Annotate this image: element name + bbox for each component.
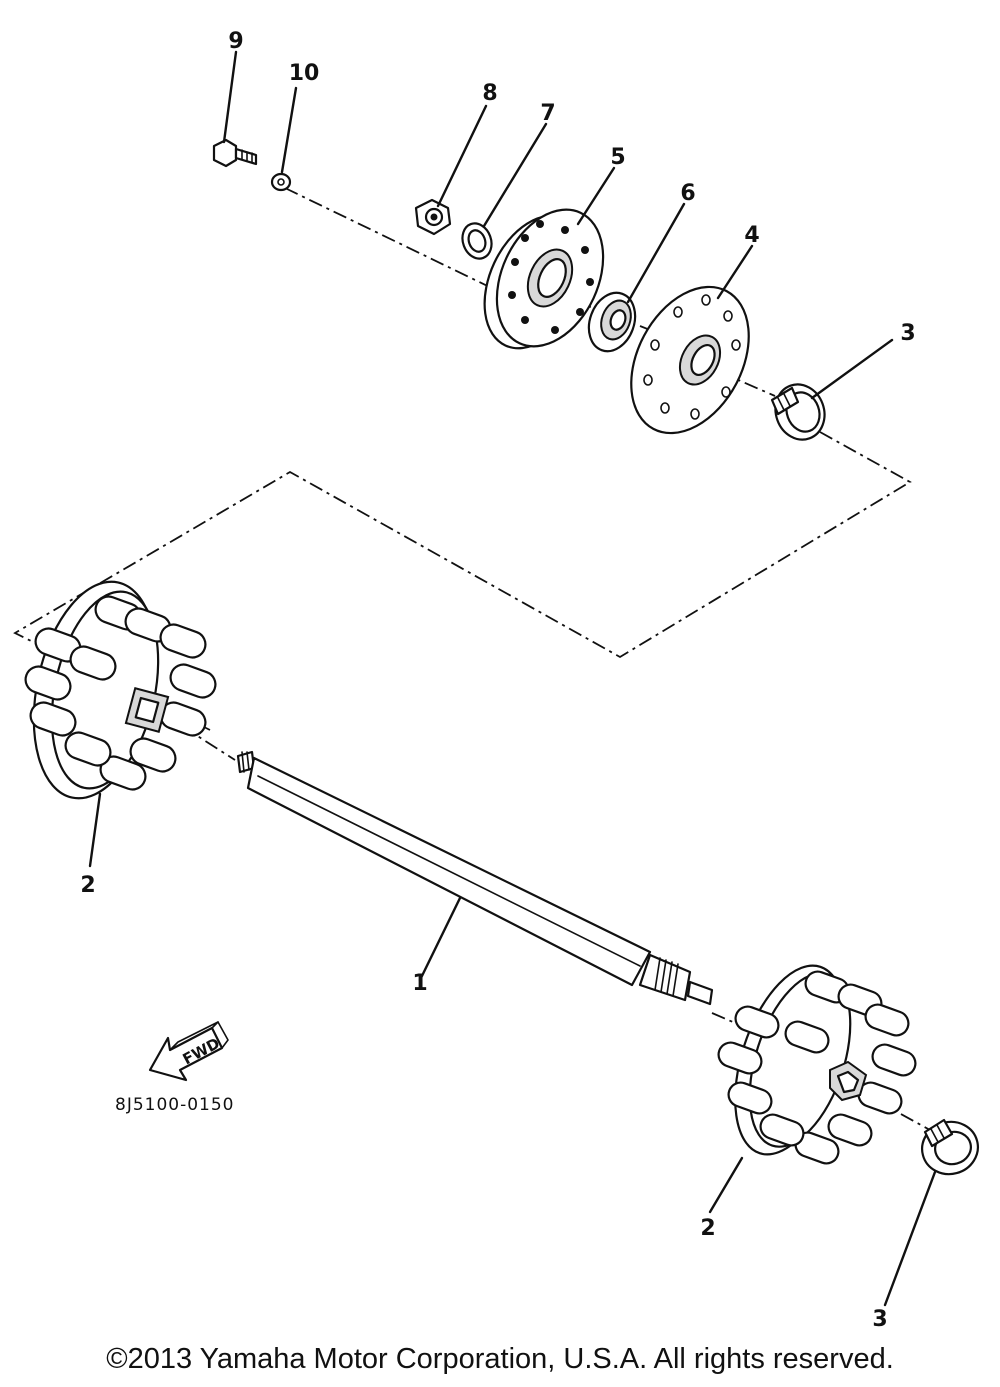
sprocket-right-part [717, 964, 917, 1165]
callout-3-upper: 3 [900, 321, 915, 346]
callout-2-left: 2 [80, 873, 95, 898]
shaft-part [236, 750, 714, 1006]
callout-4: 4 [744, 223, 759, 248]
plate-part [630, 285, 750, 435]
bearing-part [587, 291, 637, 353]
leader-lines [88, 50, 937, 1307]
callout-8: 8 [482, 81, 497, 106]
clamp-lower-part [921, 1118, 979, 1176]
part-code: 8J5100-0150 [115, 1095, 235, 1115]
nut-part [414, 198, 452, 236]
washer-part [270, 172, 292, 192]
housing-part [483, 208, 605, 350]
fwd-arrow: FWD [148, 1021, 229, 1082]
seal-part [461, 222, 493, 260]
callout-2-right: 2 [700, 1216, 715, 1241]
copyright-notice: ©2013 Yamaha Motor Corporation, U.S.A. A… [106, 1343, 894, 1375]
callout-5: 5 [610, 145, 625, 170]
callout-6: 6 [680, 181, 695, 206]
callout-labels: 9 10 8 7 5 6 4 3 2 1 2 3 [80, 29, 915, 1332]
callout-9: 9 [228, 29, 243, 54]
bolt-part [212, 138, 258, 168]
sprocket-left-part [24, 580, 217, 800]
callout-1: 1 [412, 971, 427, 996]
callout-7: 7 [540, 101, 555, 126]
clamp-upper-part [770, 383, 826, 441]
callout-3-lower: 3 [872, 1307, 887, 1332]
callout-10: 10 [289, 61, 320, 86]
